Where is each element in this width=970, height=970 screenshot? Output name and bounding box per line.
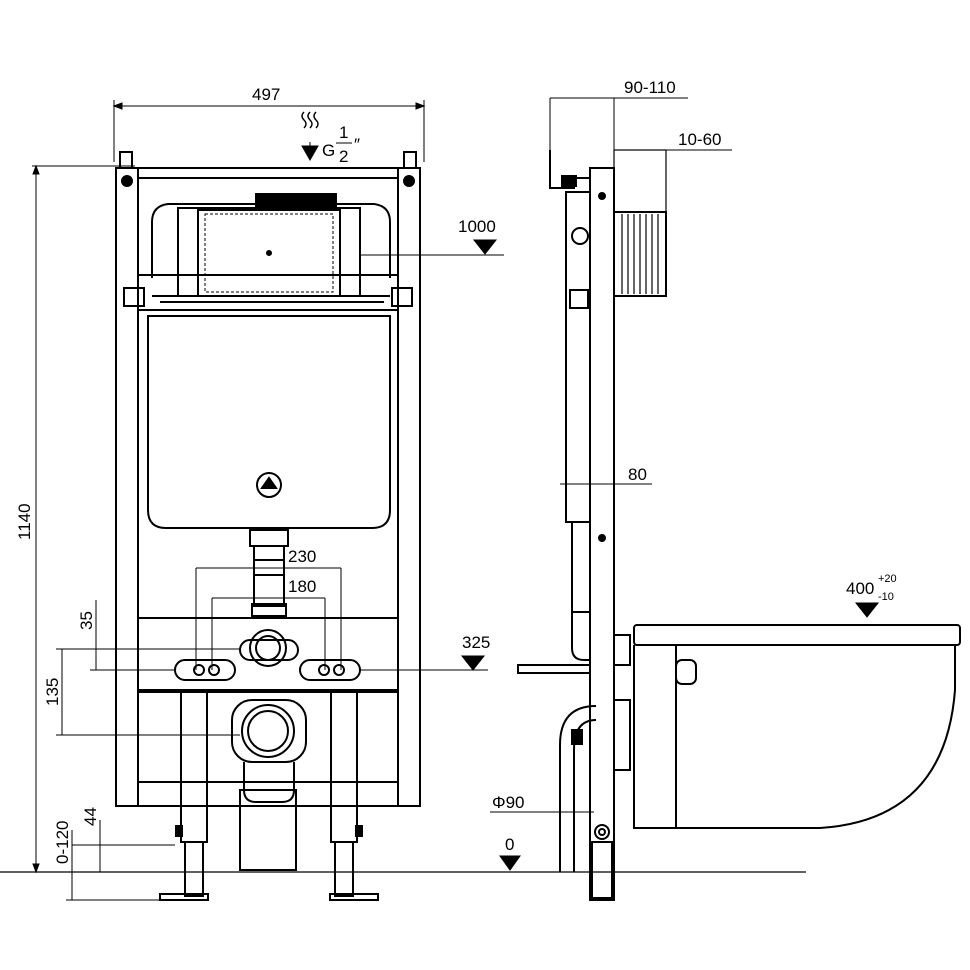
connections: [174, 629, 361, 681]
cistern-top-module: [151, 193, 391, 303]
front-view: [0, 100, 490, 901]
label-pipe-phi90: Φ90: [492, 793, 524, 812]
frame-legs: [159, 691, 379, 901]
label-spacing-230: 230: [288, 547, 316, 566]
label-floor-0: 0: [505, 835, 514, 854]
height-dimension: [32, 164, 135, 874]
label-bowl-400-plus: +20: [878, 573, 897, 585]
label-spacing-180: 180: [288, 577, 316, 596]
label-bowl-400: 400: [846, 579, 874, 598]
pipe-thread-label: G 1 2 ″: [301, 111, 360, 166]
frame-uprights: [115, 151, 421, 807]
label-depth-90-110: 90-110: [624, 78, 676, 97]
label-depth-10-60: 10-60: [678, 130, 721, 149]
flush-pipe: [249, 529, 289, 617]
label-height-1140: 1140: [15, 503, 34, 540]
bowl-height-label: 400 +20 -10: [846, 573, 897, 603]
toilet-bowl: [633, 624, 961, 829]
side-dimension-lines: [490, 97, 880, 872]
side-view: [490, 149, 961, 901]
front-dimension-lines: [56, 142, 504, 901]
label-level-1000: 1000: [458, 217, 496, 236]
label-width-497: 497: [252, 85, 280, 104]
label-adjust-0-120: 0-120: [53, 821, 72, 864]
label-g-numerator: 1: [339, 123, 348, 142]
label-bowl-400-minus: -10: [878, 591, 894, 603]
label-offset-135: 135: [43, 678, 62, 706]
label-offset-35: 35: [77, 611, 96, 630]
label-g: G: [322, 141, 335, 160]
width-dimension: [112, 100, 426, 162]
cistern-tank: [147, 315, 391, 529]
label-offset-44: 44: [81, 807, 100, 826]
label-level-325: 325: [462, 633, 490, 652]
drain-connection: [231, 699, 307, 871]
label-frame-80: 80: [628, 465, 647, 484]
label-g-denominator: 2: [339, 147, 348, 166]
label-g-suffix: ″: [354, 135, 360, 154]
